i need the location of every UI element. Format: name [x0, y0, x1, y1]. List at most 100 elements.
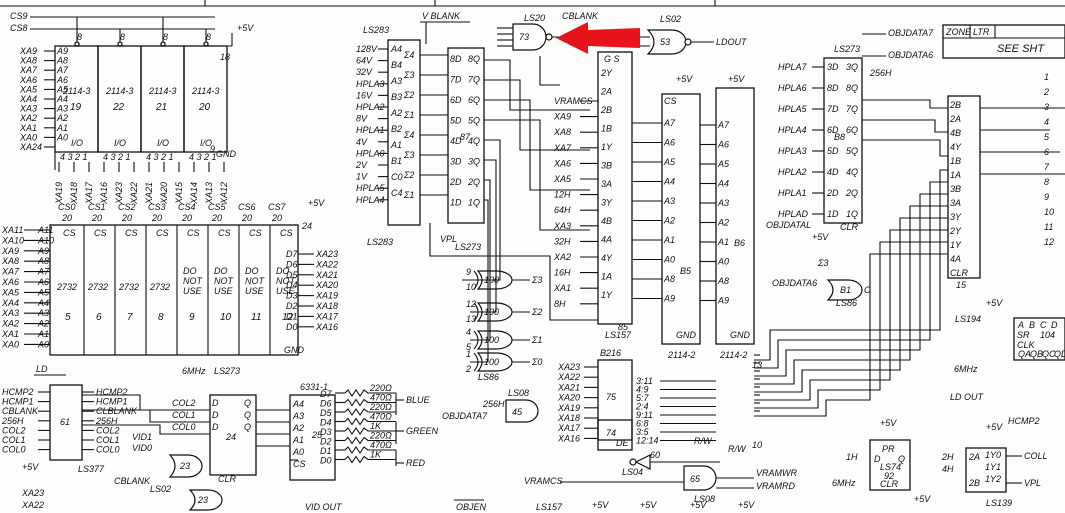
prom-res-val-4: 1K	[370, 421, 382, 431]
cs9-label: CS9	[10, 11, 28, 21]
ls283-num: LS283	[367, 237, 393, 247]
prom-pin-CS: CS	[293, 459, 306, 469]
ls273bl-q-2: Q	[244, 422, 251, 432]
ls157-mux: G S LS157 VRAMCSXA9XA8XA7XA6XA512H64HXA3…	[553, 51, 676, 340]
ls08b-name: LS08	[508, 388, 529, 398]
b8-dpin-3: 6D	[827, 125, 839, 135]
vid1-label: VID1	[132, 432, 152, 442]
rom-dpin-D0: D0	[286, 322, 298, 332]
rom-data-XA16: XA16	[315, 322, 338, 332]
ls194-out-2: 2	[1043, 87, 1049, 97]
prom-res-val-3: 470Ω	[370, 412, 392, 422]
xor-gate-num-3: 100	[484, 357, 499, 367]
ls273b7-3Q: 3Q	[468, 157, 480, 167]
ls157-out-5: A2	[663, 216, 675, 226]
ls157-pin-6: 3A	[601, 179, 612, 189]
rom-dpin-D7: D7	[286, 249, 298, 259]
rampair-supply-1: +5V	[676, 74, 693, 84]
b8-in-HPLA2: HPLA2	[778, 167, 807, 177]
ls273b7-4Q: 4Q	[468, 136, 480, 146]
rom-cs-CS3: CS3	[148, 202, 166, 212]
b8-in-HPLA7: HPLA7	[778, 62, 808, 72]
ls08b-in1: 256H	[482, 399, 505, 409]
ls194-pin-8: 3Y	[950, 212, 962, 222]
ls157-pin-10: 4Y	[601, 253, 613, 263]
ram-pin-A7: A7	[56, 65, 69, 75]
rom-data-XA18: XA18	[315, 301, 338, 311]
red-arrow-annotation	[556, 22, 640, 54]
rom-chip-cs-5: CS	[218, 228, 231, 238]
ls157-out-6: A1	[663, 235, 675, 245]
rom-addr-XA8: XA8	[1, 256, 19, 266]
ls283-out-5: Σ3	[403, 150, 414, 160]
prom-res-zig-7	[344, 455, 396, 464]
ls283-pin-B4-1: B4	[391, 60, 402, 70]
ls08-gate: 65 LS08 VRAMCS VRAMWR VRAMRD	[524, 465, 797, 504]
rom-cs-CS0: CS0	[58, 202, 76, 212]
ls139-pin-1y0: 1Y0	[985, 450, 1001, 460]
rampair-pin-A6: A6	[717, 140, 729, 150]
ls283-pin-B1-7: B1	[391, 156, 402, 166]
ls157-in-XA2-10: XA2	[553, 252, 571, 262]
vblank-label: V BLANK	[422, 11, 461, 21]
buf-in-XA18: XA18	[557, 413, 580, 423]
ram-bus-XA21: XA21	[144, 182, 154, 205]
rampair-pin-A5: A5	[717, 159, 730, 169]
xor-pin-a-2: 4	[466, 327, 471, 337]
ls86b-sig: C	[864, 285, 871, 295]
b8-in-HPLAD: HPLAD	[778, 209, 809, 219]
ls157-pin-1: 2A	[600, 87, 612, 97]
ram-chip-io-20: I/O	[200, 138, 212, 148]
prom-name: 6331-1	[300, 382, 328, 392]
b8-qpin-5: 4Q	[846, 167, 858, 177]
ram-addr-XA5: XA5	[19, 84, 38, 94]
ls86b-gate: B1 LS86 OBJDATA6 C	[772, 278, 871, 308]
rampair-pin-A7: A7	[717, 120, 730, 130]
b8-out-objdata6: OBJDATA6	[888, 50, 933, 60]
ls157-pin-4: 1Y	[601, 142, 613, 152]
ram-chip-dpins-21: 4 3 2 1	[146, 152, 174, 162]
ls157-out-8: A8	[663, 274, 675, 284]
ls283-in-HPLA3: HPLA3	[356, 79, 385, 89]
footer-xa22: XA22	[21, 500, 44, 510]
ram-chip-pin8-22: 8	[120, 32, 125, 42]
rom-chip-type-5-1: NOT	[214, 276, 235, 286]
rom-chip-cs-6: CS	[249, 228, 262, 238]
ls283-in-8V: 8V	[356, 114, 368, 124]
ram-bus-XA14: XA14	[189, 182, 199, 205]
rampair-pin-A8: A8	[717, 276, 729, 286]
buf-num-74: 74	[606, 428, 616, 438]
ls157-pin-8: 4B	[601, 216, 612, 226]
ls283-in-16V: 16V	[356, 90, 373, 100]
ls20-gate: 73 LS20 CBLANK	[497, 11, 600, 86]
b8-qpin-7: 1Q	[846, 209, 858, 219]
rom-chip-type-2: 2732	[118, 282, 139, 292]
ls157-pin-5: 3B	[601, 161, 612, 171]
buf-pin-0: 3:11	[636, 376, 653, 386]
rom-addr-XA4: XA4	[1, 298, 19, 308]
ls377-out-2: CLBLANK	[96, 406, 138, 416]
ls157-out-3: A4	[663, 177, 675, 187]
ram-b5-cs: CS	[664, 96, 677, 106]
xor-gate-out-3: Σ0	[531, 357, 542, 367]
shift-sr: SR	[1017, 330, 1030, 340]
ls08b-in2: OBJDATA7	[442, 411, 488, 421]
ls04-inverter: LS04 60	[622, 450, 720, 477]
b8-qpin-0: 3Q	[846, 62, 858, 72]
prom-res-zig-0	[344, 389, 396, 397]
gate23-b: 23	[197, 495, 208, 505]
rom-cs-CS7: CS7	[268, 202, 287, 212]
rom-dpin-D1: D1	[286, 311, 298, 321]
rom-pin-A9: A9	[37, 246, 49, 256]
rom-pin-A10: A10	[37, 235, 54, 245]
ls157-pin-0: 2Y	[600, 68, 613, 78]
rom-addr-XA9: XA9	[1, 246, 19, 256]
ram-bus-XA22: XA22	[129, 182, 139, 205]
rom-cs-pin-3: 20	[151, 213, 162, 223]
ls157-out-0: A7	[663, 118, 676, 128]
prom-pin-A1: A1	[292, 435, 304, 445]
ram-addr-XA1: XA1	[19, 123, 37, 133]
prom-out-D7: D7	[320, 389, 332, 399]
rom-chip-type-6-1: NOT	[245, 276, 266, 286]
